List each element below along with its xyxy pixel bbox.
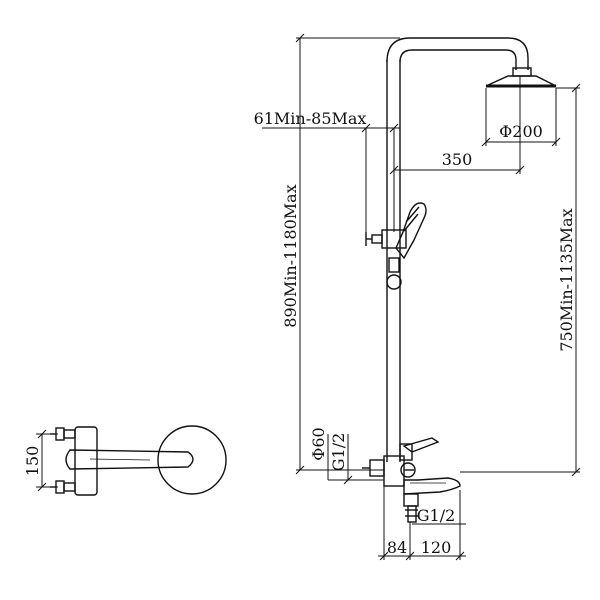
total-height-label: 890Min-1180Max: [281, 184, 300, 327]
arm-height-label: 750Min-1135Max: [557, 208, 576, 351]
dimension-lines: [262, 33, 581, 561]
mixer-valve-top: [399, 443, 413, 461]
spout-length-label: 120: [421, 538, 452, 557]
inlet-thread-label: G1/2: [329, 433, 348, 472]
bath-spout: [403, 477, 461, 495]
front-elevation: [362, 37, 557, 523]
mixer-body-plan: [74, 426, 98, 496]
mixer-lever-plan: [65, 449, 194, 470]
top-view-mixer: [50, 425, 227, 496]
head-diameter-label: Φ200: [499, 122, 543, 141]
dim-inlet-spacing-label: 150: [23, 446, 42, 477]
inlet-depth-label: 84: [387, 538, 407, 557]
spout-thread-label: G1/2: [417, 506, 456, 525]
spout-diverter: [403, 493, 419, 507]
shower-arm: [386, 37, 529, 70]
hose-connector: [388, 257, 400, 273]
mixer-lever: [402, 437, 440, 453]
hand-shower: [395, 202, 427, 260]
ball-joint: [386, 274, 402, 290]
wall-flange-circle: [157, 425, 227, 495]
pipe-diameter-label: Φ60: [309, 427, 328, 460]
inlet-fitting: [369, 459, 385, 477]
arm-reach-label: 350: [442, 150, 473, 169]
mixer-handle-knob: [400, 462, 416, 478]
wall-offset-label: 61Min-85Max: [254, 109, 367, 128]
dim-inlet-spacing: [36, 429, 58, 492]
